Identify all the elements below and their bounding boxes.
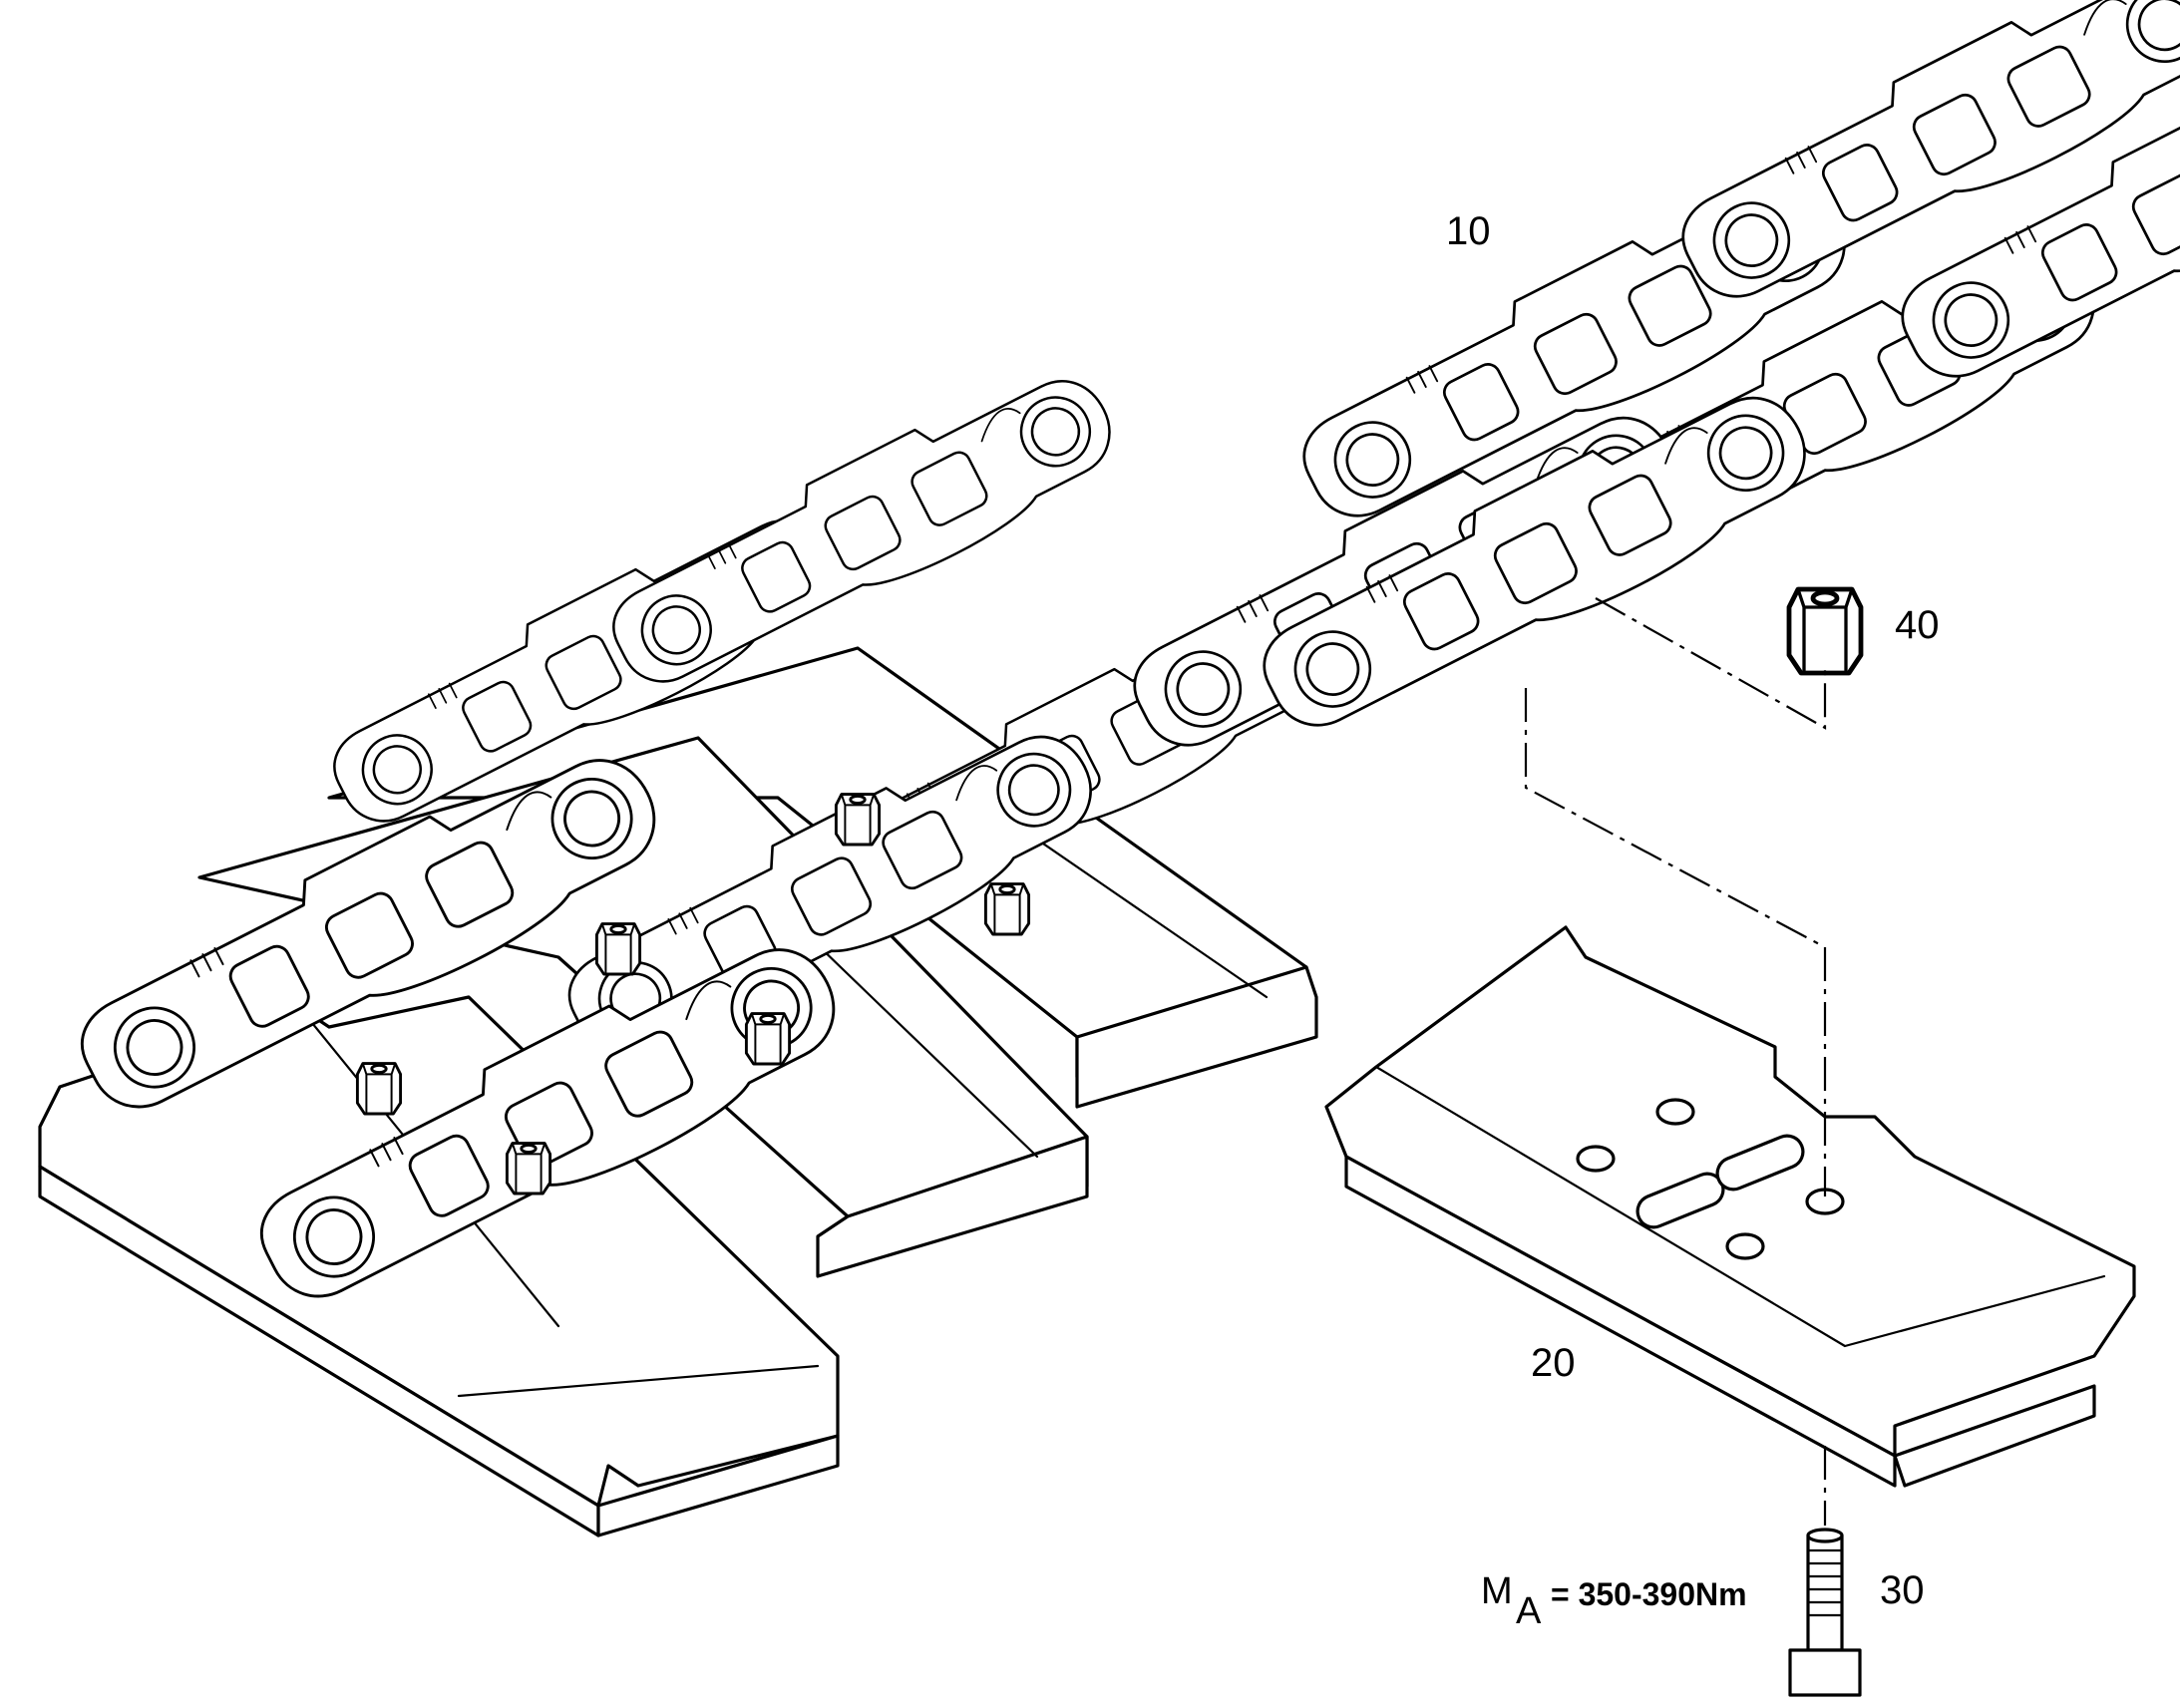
callout-20: 20 bbox=[1531, 1341, 1576, 1385]
shoe-nut bbox=[1789, 589, 1861, 673]
assembled-track-section bbox=[38, 348, 1332, 1537]
callout-10: 10 bbox=[1446, 209, 1491, 253]
track-shoe-back bbox=[327, 646, 1318, 1109]
callout-30: 30 bbox=[1880, 1568, 1925, 1612]
assembly-center-lines bbox=[1524, 597, 1827, 1526]
track-shoe-front bbox=[38, 995, 840, 1537]
torque-symbol: M bbox=[1481, 1570, 1513, 1612]
torque-subscript: A bbox=[1516, 1590, 1542, 1632]
link-assembly bbox=[1110, 0, 2180, 777]
track-shoe bbox=[1324, 925, 2136, 1488]
shoe-bolt bbox=[1788, 1528, 1862, 1697]
torque-value: = 350-390Nm bbox=[1551, 1576, 1747, 1612]
callout-40: 40 bbox=[1895, 603, 1940, 647]
torque-spec: M A = 350-390Nm bbox=[1481, 1570, 1747, 1632]
